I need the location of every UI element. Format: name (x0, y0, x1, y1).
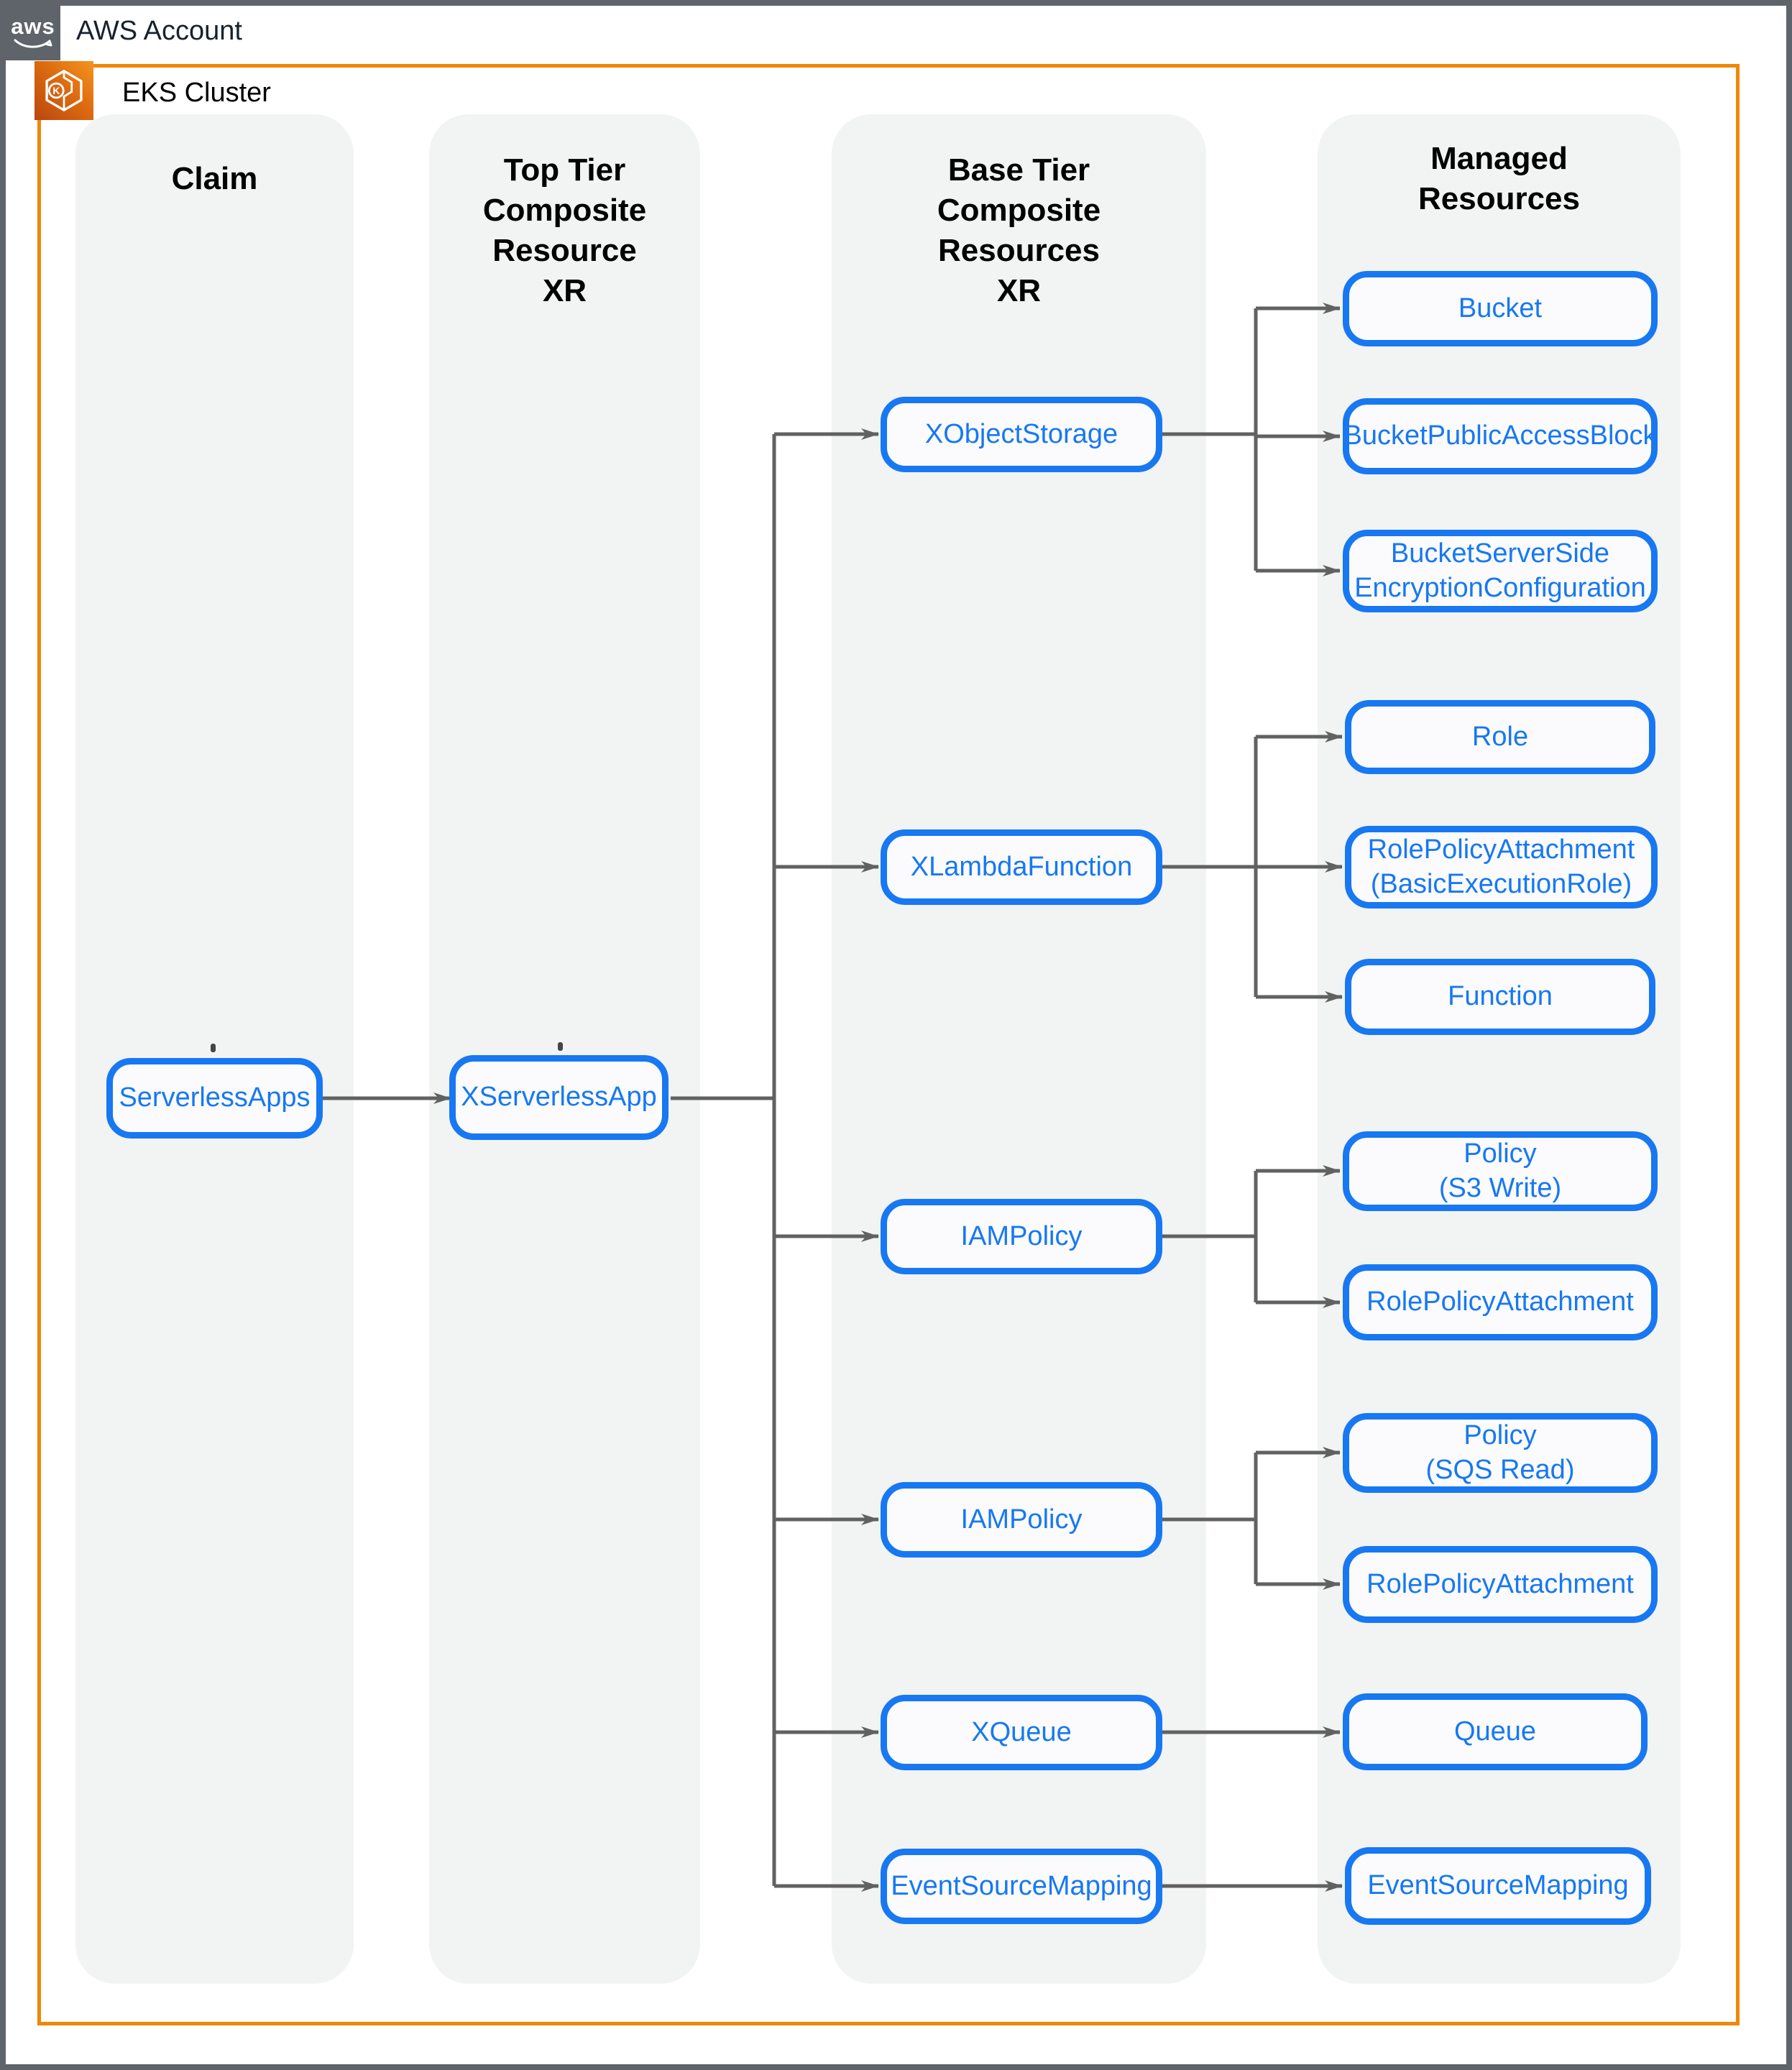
eks-cluster-title: EKS Cluster (122, 78, 271, 108)
node-bucket: Bucket (1343, 271, 1658, 346)
node-role-policy-attachment-basic-execution-role: RolePolicyAttachment (BasicExecutionRole… (1345, 826, 1658, 908)
tick-above-xserverless-app (558, 1042, 563, 1051)
node-xobject-storage: XObjectStorage (881, 397, 1162, 472)
aws-account-title: AWS Account (76, 16, 242, 46)
column-top-tier: Top Tier Composite Resource XR (429, 114, 700, 1984)
node-bucket-public-access-block: BucketPublicAccessBlock (1343, 398, 1658, 474)
aws-smile-icon (14, 39, 52, 48)
svg-text:K: K (52, 85, 60, 96)
node-function: Function (1345, 959, 1655, 1035)
node-xlambda-function: XLambdaFunction (881, 829, 1162, 905)
column-header-managed-resources: Managed Resources (1417, 141, 1580, 216)
node-queue: Queue (1343, 1693, 1648, 1770)
node-iam-policy-s3: IAMPolicy (881, 1199, 1162, 1274)
node-serverless-apps: ServerlessApps (106, 1058, 323, 1138)
eks-icon: K (35, 61, 93, 120)
tick-above-serverless-apps (211, 1044, 216, 1052)
column-header-top-tier: Top Tier Composite Resource XR (482, 152, 647, 308)
node-xserverless-app: XServerlessApp (449, 1055, 668, 1140)
column-header-base-tier: Base Tier Composite Resources XR (937, 152, 1101, 308)
node-xqueue: XQueue (881, 1695, 1162, 1770)
eks-cluster-frame (37, 64, 1740, 2025)
node-iam-policy-sqs: IAMPolicy (881, 1482, 1162, 1558)
node-policy-sqs-read: Policy (SQS Read) (1343, 1413, 1658, 1493)
aws-logo: aws (6, 6, 60, 60)
column-header-claim: Claim (171, 161, 258, 196)
node-role: Role (1345, 700, 1655, 774)
node-xevent-source-mapping: EventSourceMapping (881, 1849, 1162, 1924)
node-event-source-mapping: EventSourceMapping (1345, 1847, 1651, 1925)
node-bucket-server-side-encryption-configuration: BucketServerSide EncryptionConfiguration (1343, 530, 1658, 612)
node-policy-s3-write: Policy (S3 Write) (1343, 1131, 1658, 1211)
node-role-policy-attachment-s3: RolePolicyAttachment (1343, 1264, 1658, 1340)
node-role-policy-attachment-sqs: RolePolicyAttachment (1343, 1546, 1658, 1623)
aws-logo-text: aws (11, 14, 55, 39)
